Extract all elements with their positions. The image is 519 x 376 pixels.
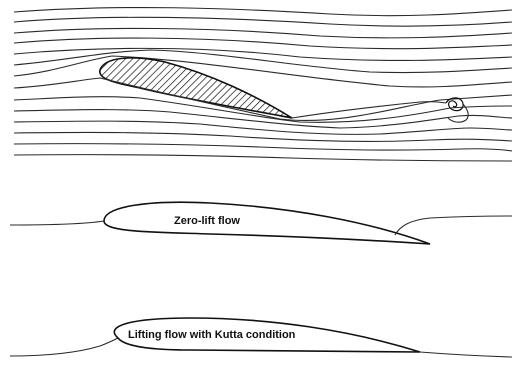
streamline-panel bbox=[14, 8, 512, 161]
streamline bbox=[14, 48, 512, 60]
lifting-panel: Lifting flow with Kutta condition bbox=[10, 318, 512, 357]
streamlines-below bbox=[14, 78, 512, 161]
wake-streamline bbox=[292, 102, 446, 118]
trailing-edge-streamline bbox=[420, 352, 512, 357]
incoming-streamline bbox=[10, 338, 118, 356]
lifting-label: Lifting flow with Kutta condition bbox=[128, 329, 296, 341]
rear-stagnation-streamline bbox=[395, 216, 512, 235]
streamline bbox=[14, 155, 512, 161]
streamline bbox=[14, 144, 512, 151]
streamline bbox=[14, 28, 512, 37]
incoming-streamline bbox=[10, 221, 104, 225]
zero-lift-panel: Zero-lift flow bbox=[10, 202, 512, 244]
streamlines-above bbox=[14, 8, 512, 87]
streamline bbox=[14, 132, 512, 141]
airfoil-hatched bbox=[100, 58, 292, 118]
vortex-outer-streamline bbox=[448, 104, 468, 122]
streamline bbox=[14, 78, 512, 120]
airfoil-outline-zero-lift bbox=[104, 202, 430, 244]
zero-lift-label: Zero-lift flow bbox=[174, 215, 240, 227]
streamline bbox=[14, 8, 512, 16]
streamline bbox=[14, 17, 512, 26]
streamline bbox=[14, 38, 512, 49]
